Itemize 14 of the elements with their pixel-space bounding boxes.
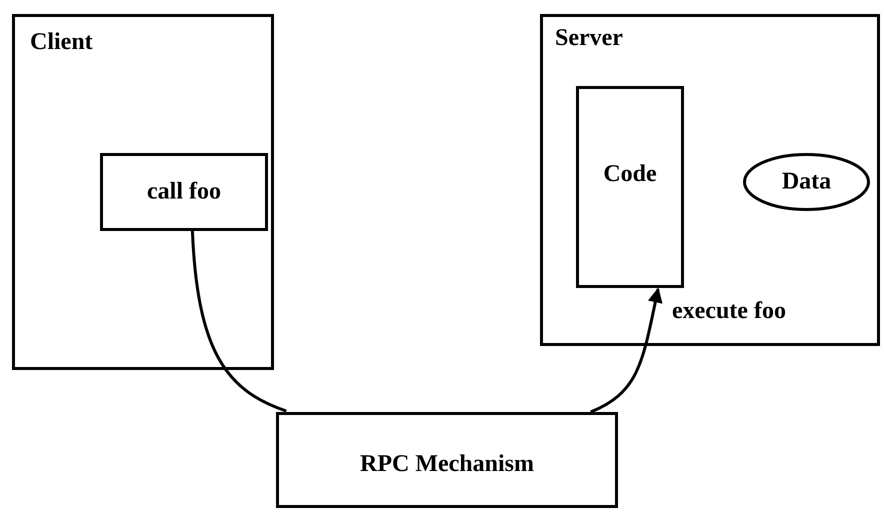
node-label: Code (603, 161, 657, 188)
server-box (540, 14, 880, 346)
box-heading: Server (555, 25, 623, 52)
mechanism-box (276, 412, 618, 508)
node-label: Data (782, 168, 832, 196)
curved-arrow (590, 288, 663, 414)
client-box (12, 14, 274, 370)
node-label: call foo (147, 178, 221, 206)
data-ellipse (743, 153, 870, 211)
node-label: RPC Mechanism (360, 451, 534, 478)
box-heading: Client (30, 29, 93, 56)
code-box (576, 86, 684, 288)
annotation-text: execute foo (672, 298, 786, 325)
process-box (100, 153, 268, 231)
